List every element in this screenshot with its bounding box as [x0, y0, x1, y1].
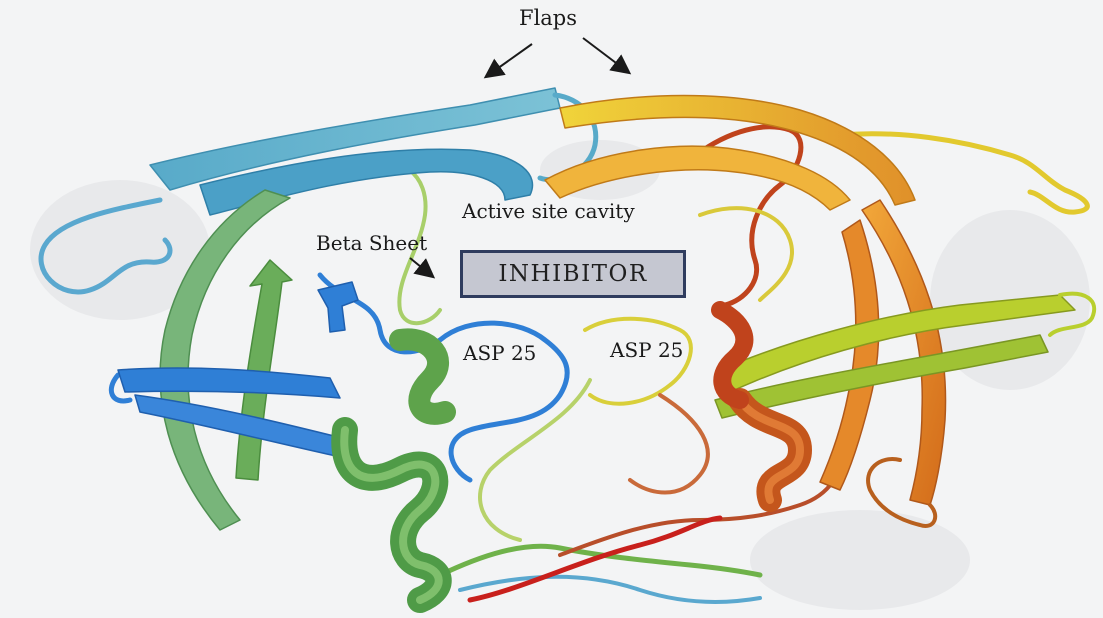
chain-a-helix — [344, 339, 445, 600]
chain-a-descending-coil — [480, 380, 590, 540]
beta-sheet-arrow — [410, 258, 432, 276]
active-site-label: Active site cavity — [462, 201, 635, 221]
inhibitor-box: INHIBITOR — [460, 250, 686, 298]
chain-a-beta-arrow — [318, 282, 358, 332]
asp25-left-label: ASP 25 — [463, 343, 536, 363]
flaps-arrow-left — [487, 44, 532, 76]
chain-b-yellow-coil — [700, 208, 792, 300]
flaps-label: Flaps — [519, 8, 577, 29]
chain-a-beta-strand-1 — [118, 368, 340, 398]
asp25-right-label: ASP 25 — [610, 340, 683, 360]
chain-a-bottom-coil — [430, 546, 760, 580]
beta-sheet-label: Beta Sheet — [316, 233, 427, 253]
chain-b-helix — [720, 310, 800, 500]
chain-b — [470, 96, 1094, 601]
chain-b-red-tail — [470, 518, 720, 600]
flaps-arrow-right — [583, 38, 628, 72]
inhibitor-label: INHIBITOR — [498, 261, 647, 287]
chain-b-loop-lower — [630, 395, 708, 493]
